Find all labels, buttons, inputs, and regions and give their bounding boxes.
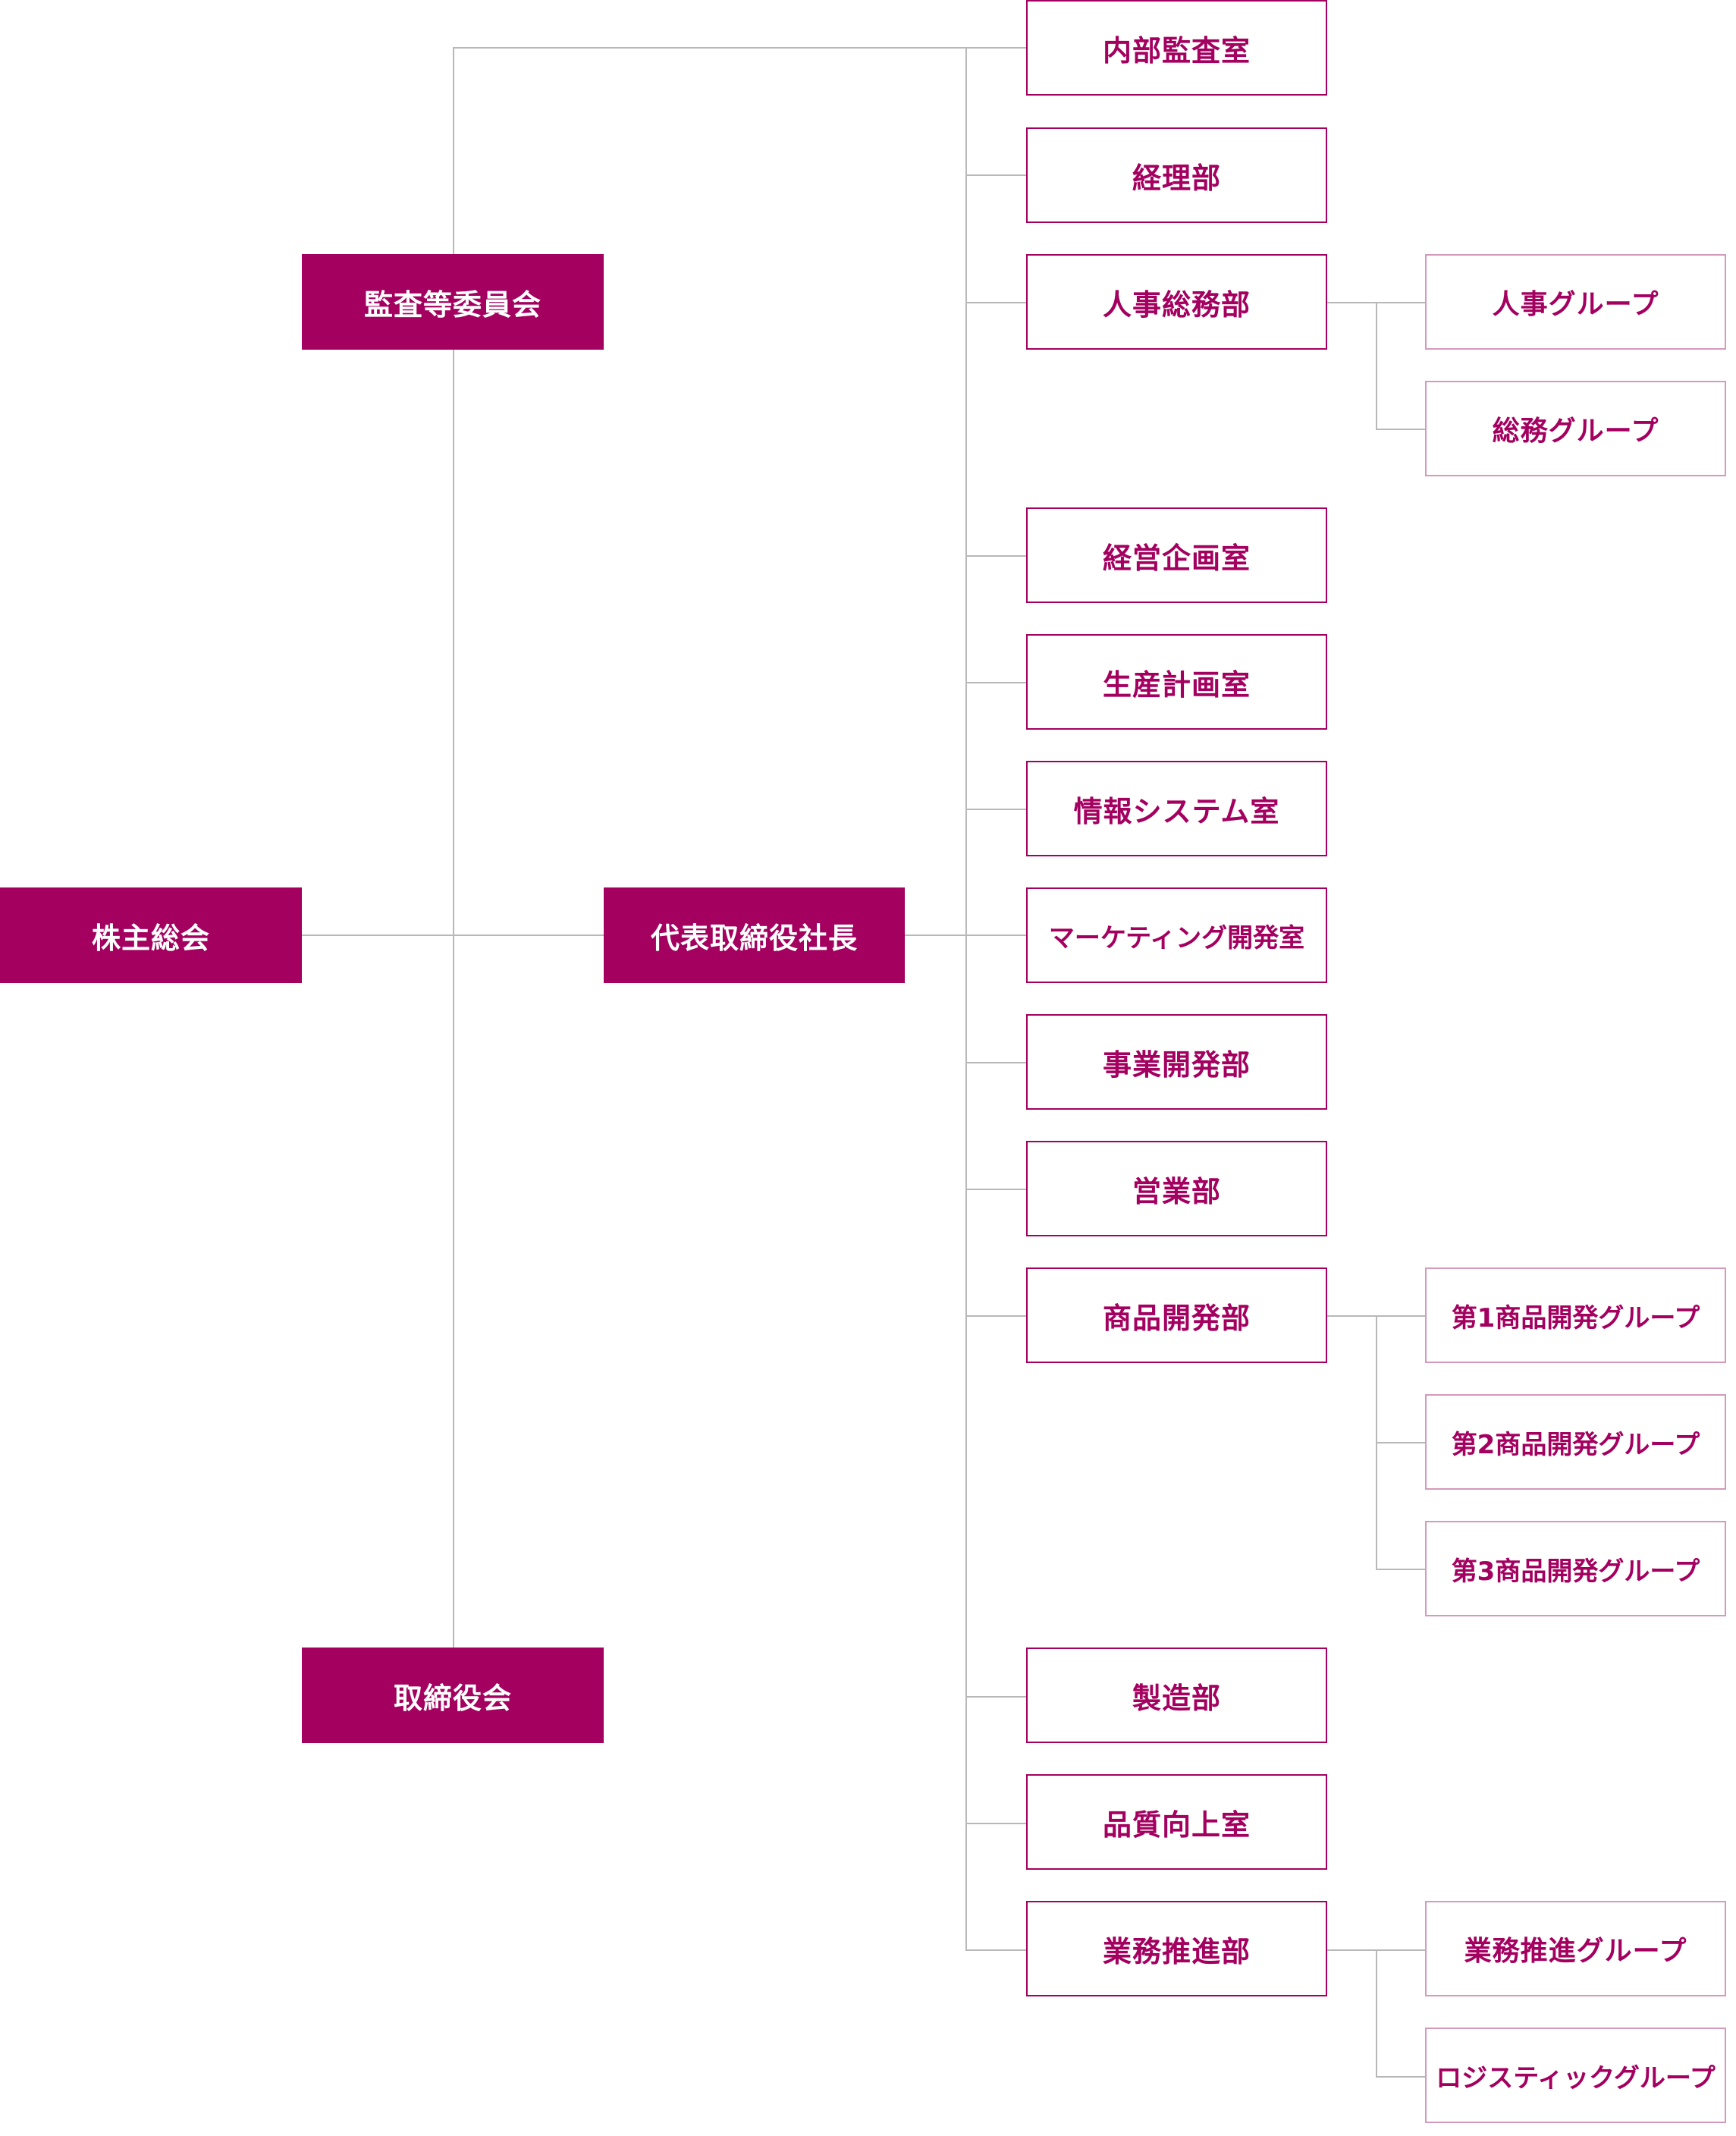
node-audit-committee: 監査等委員会 (302, 254, 604, 350)
node-logistics-group: ロジスティックグループ (1425, 2028, 1726, 2123)
node-marketing-development: マーケティング開発室 (1026, 887, 1327, 983)
node-corporate-planning: 経営企画室 (1026, 507, 1327, 603)
node-internal-audit: 内部監査室 (1026, 0, 1327, 96)
branch-hr-group (1376, 302, 1425, 303)
branch-production-planning (965, 682, 1026, 683)
branch-logistics-group (1376, 2076, 1425, 2078)
node-production-planning: 生産計画室 (1026, 634, 1327, 730)
branch-product-development (965, 1315, 1026, 1317)
branch-product-group-1 (1376, 1315, 1425, 1317)
branch-business-promotion-group (1376, 1949, 1425, 1951)
connector-product-to-sub (1327, 1315, 1377, 1317)
branch-accounting (965, 174, 1026, 176)
node-general-affairs-group: 総務グループ (1425, 381, 1726, 476)
branch-business-development (965, 1062, 1026, 1063)
node-business-promotion: 業務推進部 (1026, 1901, 1327, 1996)
connector-top-bar (453, 47, 1026, 49)
node-hr-group: 人事グループ (1425, 254, 1726, 350)
node-quality-improvement: 品質向上室 (1026, 1774, 1327, 1870)
node-manufacturing: 製造部 (1026, 1648, 1327, 1743)
connector-left-spine (453, 349, 454, 1648)
connector-hr-sub-spine (1376, 302, 1377, 429)
node-product-dev-group-3: 第3商品開発グループ (1425, 1521, 1726, 1616)
connector-hr-to-sub (1327, 302, 1377, 303)
connector-shareholders-to-president (302, 934, 604, 936)
connector-right-spine (965, 47, 967, 1950)
branch-general-affairs-group (1376, 429, 1425, 430)
node-accounting: 経理部 (1026, 127, 1327, 223)
branch-business-promotion (965, 1949, 1026, 1951)
node-product-dev-group-1: 第1商品開発グループ (1425, 1267, 1726, 1363)
branch-product-group-2 (1376, 1442, 1425, 1443)
node-business-promotion-group: 業務推進グループ (1425, 1901, 1726, 1996)
node-information-systems: 情報システム室 (1026, 761, 1327, 856)
node-president: 代表取締役社長 (604, 887, 905, 983)
node-shareholders-meeting: 株主総会 (0, 887, 302, 983)
connector-audit-to-spine (453, 47, 454, 256)
branch-hr-general-affairs (965, 302, 1026, 303)
branch-corporate-planning (965, 555, 1026, 557)
branch-quality-improvement (965, 1823, 1026, 1824)
connector-promotion-to-sub (1327, 1949, 1377, 1951)
branch-manufacturing (965, 1696, 1026, 1698)
node-product-development: 商品開発部 (1026, 1267, 1327, 1363)
node-hr-general-affairs: 人事総務部 (1026, 254, 1327, 350)
branch-information-systems (965, 809, 1026, 810)
branch-product-group-3 (1376, 1569, 1425, 1570)
connector-promotion-sub-spine (1376, 1949, 1377, 2077)
node-business-development: 事業開発部 (1026, 1014, 1327, 1110)
node-board-of-directors: 取締役会 (302, 1648, 604, 1743)
branch-sales (965, 1189, 1026, 1190)
node-product-dev-group-2: 第2商品開発グループ (1425, 1394, 1726, 1490)
node-sales: 営業部 (1026, 1141, 1327, 1236)
